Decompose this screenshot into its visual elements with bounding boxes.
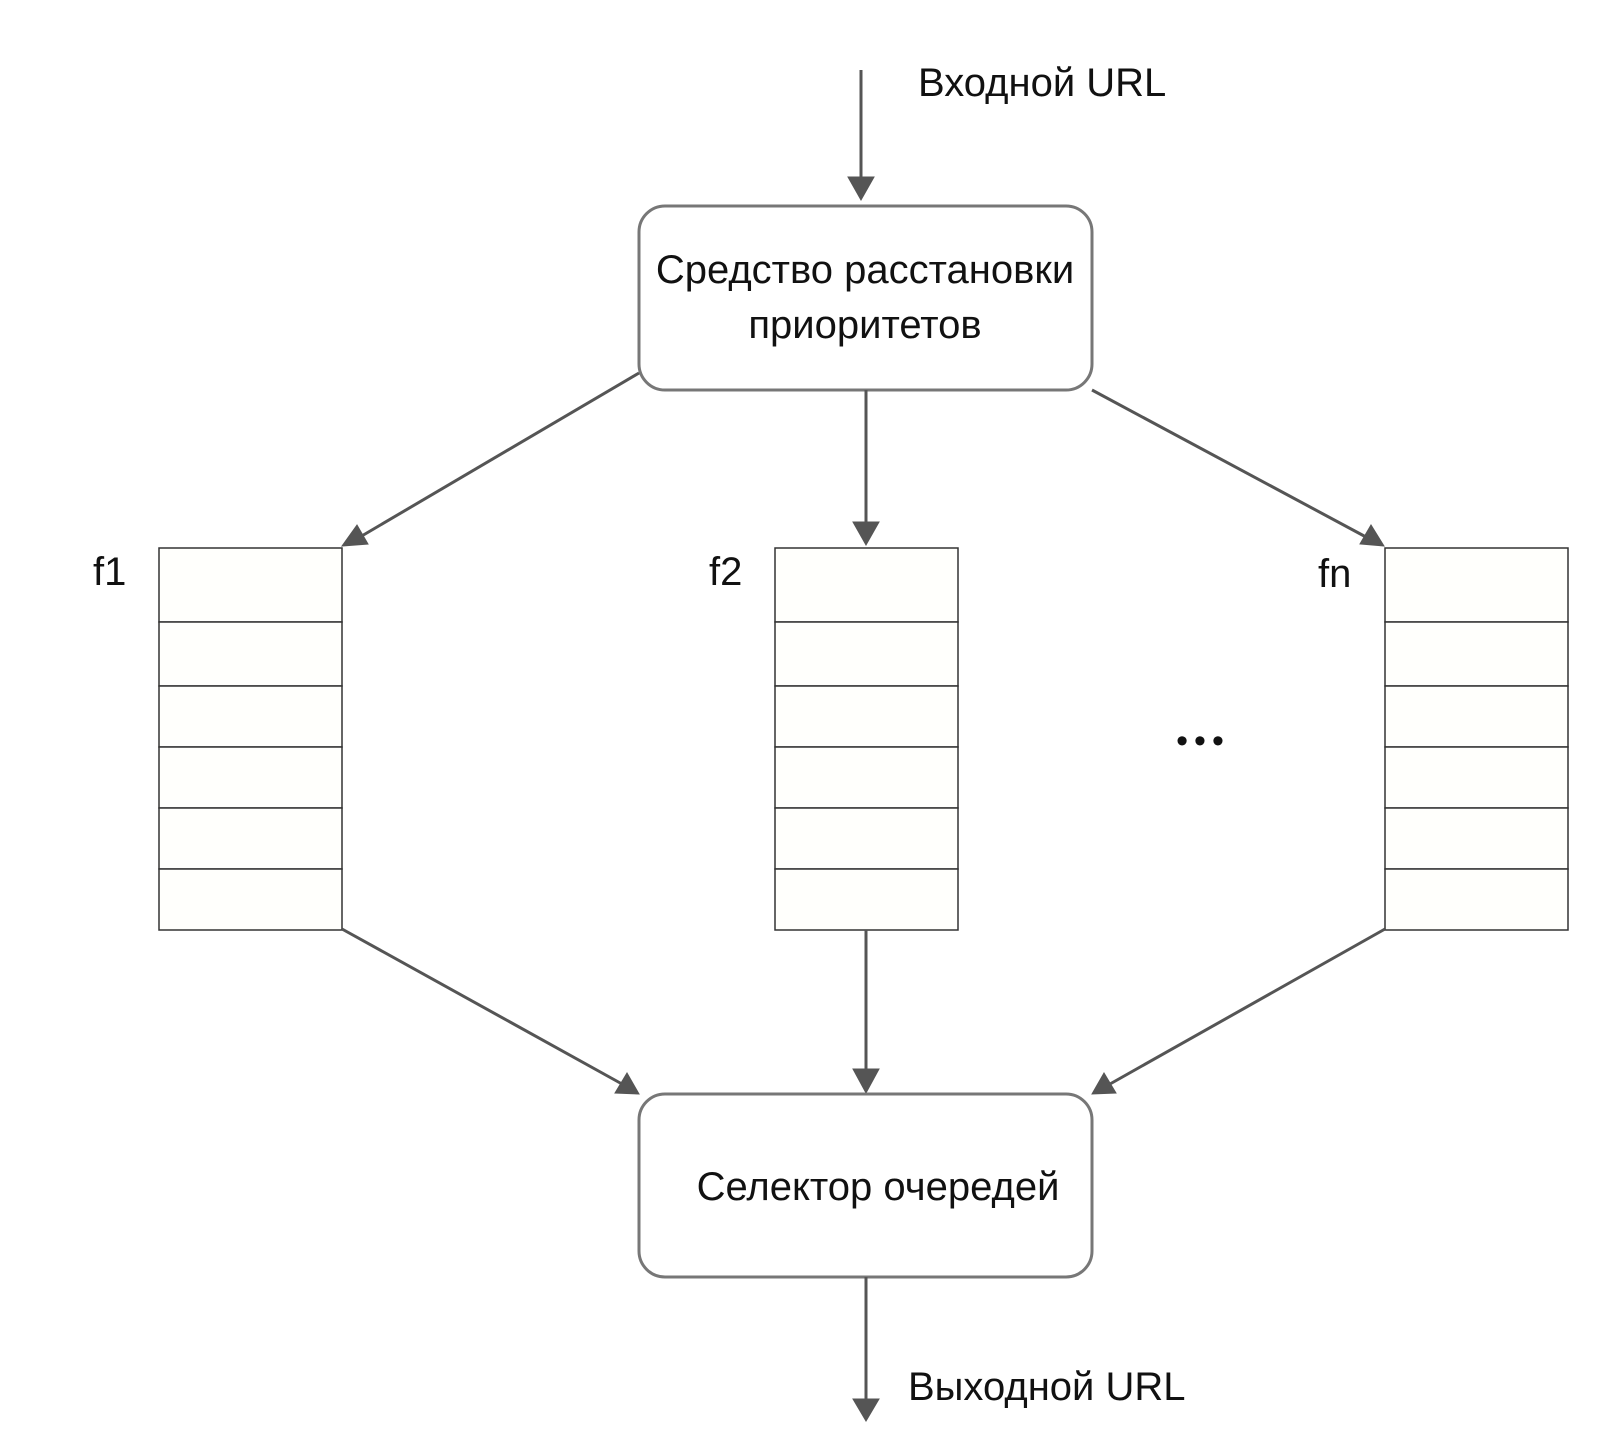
queue-label-f1: f1 — [93, 550, 126, 594]
queue-fn-cell — [1384, 746, 1569, 809]
queue-f2-cell — [774, 807, 959, 870]
queue-f2-cell — [774, 746, 959, 809]
output-url-label: Выходной URL — [908, 1365, 1186, 1409]
queue-fn-cell — [1384, 621, 1569, 687]
input-arrow — [847, 70, 875, 202]
queue-f1 — [158, 547, 343, 931]
arrow-f1-to-selector — [341, 927, 640, 1095]
prioritizer-label-line2: приоритетов — [748, 303, 981, 347]
ellipsis: ••• — [1176, 722, 1230, 760]
arrow-f2-to-selector — [852, 930, 880, 1095]
arrow-prioritizer-to-fn — [1091, 388, 1385, 547]
input-url-label: Входной URL — [918, 61, 1166, 105]
queue-f1-cell — [158, 621, 343, 687]
arrow-prioritizer-to-f1 — [340, 371, 640, 547]
queue-fn — [1384, 547, 1569, 931]
queue-f1-cell — [158, 868, 343, 931]
queue-label-fn: fn — [1318, 552, 1351, 596]
queue-fn-cell — [1384, 807, 1569, 870]
queue-f1-cell — [158, 807, 343, 870]
queue-f2-cell — [774, 547, 959, 623]
arrow-fn-to-selector — [1091, 927, 1386, 1095]
output-arrow — [852, 1277, 880, 1422]
queue-f2 — [774, 547, 959, 931]
queue-f1-cell — [158, 547, 343, 623]
queue-f2-cell — [774, 685, 959, 748]
queue-fn-cell — [1384, 547, 1569, 623]
queue-f2-cell — [774, 868, 959, 931]
queue-fn-cell — [1384, 685, 1569, 748]
prioritizer-label-line1: Средство расстановки — [656, 248, 1074, 292]
queue-fn-cell — [1384, 868, 1569, 931]
queue-f2-cell — [774, 621, 959, 687]
prioritizer-box — [637, 204, 1094, 392]
arrow-prioritizer-to-f2 — [852, 390, 880, 547]
queue-f1-cell — [158, 685, 343, 748]
queue-label-f2: f2 — [709, 550, 742, 594]
selector-label: Селектор очередей — [697, 1165, 1060, 1209]
queue-f1-cell — [158, 746, 343, 809]
